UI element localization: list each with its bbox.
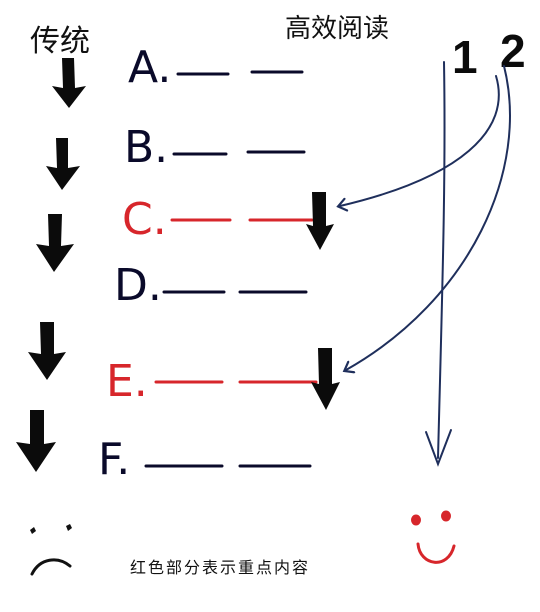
approach-2-paths bbox=[340, 65, 511, 370]
approach-1-label: 1 bbox=[452, 31, 478, 83]
row-line-b bbox=[172, 150, 306, 156]
row-label-c: C. bbox=[122, 194, 167, 245]
down-arrow-icon bbox=[46, 138, 80, 190]
down-arrow-icon bbox=[16, 410, 56, 472]
traditional-arrows bbox=[16, 58, 86, 472]
legend-note: 红色部分表示重点内容 bbox=[130, 558, 311, 577]
sad-face-icon bbox=[30, 524, 72, 576]
row-label-f: F. bbox=[98, 434, 131, 485]
down-arrow-icon bbox=[306, 192, 334, 250]
row-label-a: A. bbox=[128, 42, 172, 93]
smiley-face-icon bbox=[411, 510, 456, 564]
down-arrow-icon bbox=[52, 58, 86, 108]
approach-1-path bbox=[425, 61, 452, 467]
down-arrow-icon bbox=[311, 348, 340, 410]
row-label-d: D. bbox=[114, 260, 162, 311]
row-label-b: B. bbox=[124, 122, 169, 173]
row-line-a bbox=[176, 70, 304, 76]
down-arrow-icon bbox=[28, 322, 66, 380]
down-arrow-icon bbox=[36, 214, 74, 272]
title-efficient-reading: 高效阅读 bbox=[285, 14, 390, 44]
row-lines bbox=[144, 70, 318, 468]
title-traditional: 传统 bbox=[30, 24, 90, 59]
row-label-e: E. bbox=[106, 356, 148, 407]
focus-arrows bbox=[306, 192, 340, 410]
